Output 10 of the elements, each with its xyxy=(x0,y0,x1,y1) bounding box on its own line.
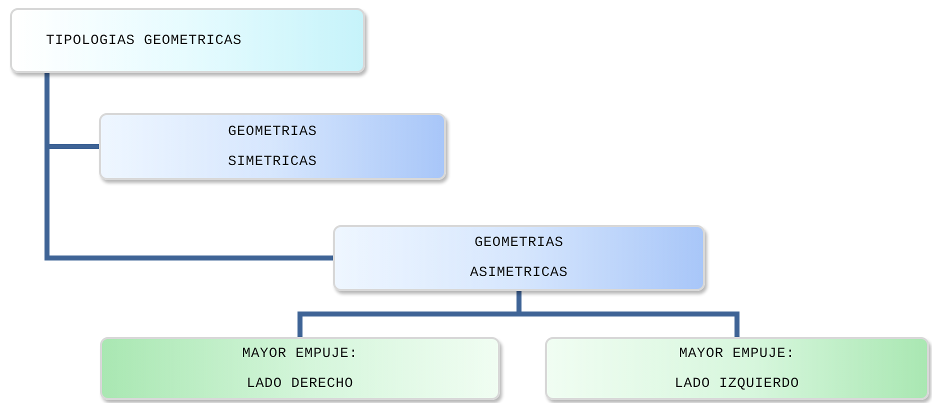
box-label: MAYOR EMPUJE: LADO IZQUIERDO xyxy=(674,344,800,394)
category-box xyxy=(10,8,365,73)
category-box xyxy=(99,113,446,180)
category-box xyxy=(545,337,929,400)
category-box xyxy=(100,337,500,400)
box-label: TIPOLOGIAS GEOMETRICAS xyxy=(46,32,242,50)
category-box xyxy=(333,225,705,291)
box-label: GEOMETRIAS ASIMETRICAS xyxy=(469,234,569,283)
box-label: GEOMETRIAS SIMETRICAS xyxy=(226,122,318,172)
box-label: MAYOR EMPUJE: LADO DERECHO xyxy=(241,344,359,394)
